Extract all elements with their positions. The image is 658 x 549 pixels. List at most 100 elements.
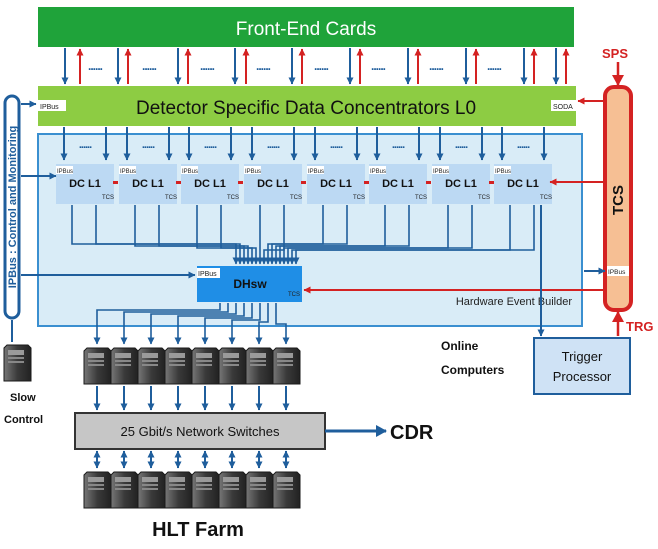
server-drive-bay: [223, 353, 239, 358]
dc-to-dhsw-link: [220, 205, 260, 265]
server-vent: [88, 360, 104, 362]
server-vent: [142, 360, 158, 362]
hlt-server-row: [83, 471, 301, 509]
dc-to-dhsw-link: [158, 205, 252, 265]
dhsw-to-server-link: [275, 303, 290, 345]
dc-tcs-label: TCS: [102, 195, 114, 201]
dc-tcs-link: [113, 181, 118, 184]
tcs-ipbus-label: IPBus: [608, 269, 626, 276]
dc-to-dhsw-link: [276, 205, 410, 265]
dhsw-to-server-link: [120, 303, 229, 345]
dc-continuation-dots: ......: [455, 139, 468, 151]
server-vent: [223, 364, 239, 366]
dc-continuation-dots: ......: [142, 139, 155, 151]
server-vent: [196, 488, 212, 490]
server-drive-bay: [277, 477, 293, 482]
dc-to-dhsw-link: [284, 205, 473, 265]
server-vent: [8, 357, 24, 359]
online-server-row: [83, 347, 301, 385]
l0-concentrators-bar: [38, 86, 576, 126]
server-vent: [277, 488, 293, 490]
l0-ipbus-port: [38, 100, 66, 111]
l0-ipbus-label: IPBus: [40, 104, 59, 111]
hlt-server-icon: [272, 471, 301, 509]
dc-continuation-dots: ......: [204, 139, 217, 151]
online-server-icon: [218, 347, 247, 385]
dc-ipbus-label: IPBus: [182, 169, 198, 175]
server-drive-bay: [196, 353, 212, 358]
cdr-label: CDR: [390, 422, 434, 444]
server-vent: [142, 364, 158, 366]
dhsw-to-server-link: [255, 303, 269, 345]
dc-tcs-link: [364, 181, 369, 184]
server-vent: [250, 484, 266, 486]
server-vent: [115, 364, 131, 366]
server-vent: [115, 484, 131, 486]
fe-continuation-dots: ......: [88, 59, 103, 73]
switch-to-hlt-links: [93, 450, 290, 469]
dc-ipbus-port: [244, 166, 261, 174]
trg-label: TRG: [626, 319, 653, 334]
dc-tcs-link: [176, 181, 181, 184]
dc-ipbus-port: [432, 166, 449, 174]
l0-concentrators-title: Detector Specific Data Concentrators L0: [136, 98, 476, 119]
dc-ipbus-label: IPBus: [57, 169, 73, 175]
hlt-server-icon: [191, 471, 220, 509]
server-drive-bay: [196, 477, 212, 482]
trigger-processor-line1: Trigger: [562, 349, 603, 364]
servers-to-switch-links: [93, 386, 290, 411]
dc-l1-label: DC L1: [132, 178, 164, 190]
dc-l1-label: DC L1: [194, 178, 226, 190]
server-drive-bay: [115, 477, 131, 482]
tcs-ipbus-port: [607, 266, 629, 276]
server-drive-bay: [250, 353, 266, 358]
server-vent: [169, 364, 185, 366]
fe-continuation-dots: ......: [142, 59, 157, 73]
dc-tcs-label: TCS: [353, 195, 365, 201]
hlt-server-icon: [137, 471, 166, 509]
dc-l1-label: DC L1: [320, 178, 352, 190]
server-drive-bay: [115, 353, 131, 358]
dc-continuation-dots: ......: [79, 139, 92, 151]
server-vent: [196, 484, 212, 486]
dc-ipbus-label: IPBus: [433, 169, 449, 175]
computers-label: Computers: [441, 363, 505, 377]
control-label: Control: [4, 414, 43, 426]
server-vent: [115, 360, 131, 362]
dhsw-to-server-link: [201, 303, 253, 345]
dc-ipbus-port: [369, 166, 386, 174]
server-vent: [196, 364, 212, 366]
server-drive-bay: [223, 477, 239, 482]
dc-ipbus-label: IPBus: [308, 169, 324, 175]
dhsw-to-servers-links: [93, 303, 290, 345]
dc-ipbus-port: [119, 166, 136, 174]
dhsw-tcs-label: TCS: [288, 292, 300, 298]
fe-continuation-dots: ......: [256, 59, 271, 73]
server-vent: [8, 361, 24, 363]
front-end-cards-title: Front-End Cards: [236, 19, 376, 40]
dc-l1-label: DC L1: [445, 178, 477, 190]
server-vent: [250, 488, 266, 490]
front-end-links: ........................................…: [61, 48, 570, 85]
server-drive-bay: [88, 477, 104, 482]
dc-ipbus-label: IPBus: [370, 169, 386, 175]
hlt-server-icon: [110, 471, 139, 509]
server-vent: [88, 364, 104, 366]
fe-continuation-dots: ......: [371, 59, 386, 73]
dhsw-to-server-link: [93, 303, 221, 345]
trigger-processor-box: [533, 337, 631, 395]
server-vent: [142, 488, 158, 490]
dc-tcs-label: TCS: [165, 195, 177, 201]
dc-to-dhsw-link: [292, 205, 535, 265]
ipbus-control-label: IPBus : Control and Monitoring: [7, 126, 19, 289]
hlt-server-icon: [245, 471, 274, 509]
server-drive-bay: [88, 353, 104, 358]
tcs-label: TCS: [610, 185, 627, 215]
dc-l1-label: DC L1: [382, 178, 414, 190]
dc-to-dhsw-link: [260, 205, 285, 265]
dc-continuation-dots: ......: [392, 139, 405, 151]
server-vent: [169, 488, 185, 490]
dc-ipbus-label: IPBus: [495, 169, 511, 175]
